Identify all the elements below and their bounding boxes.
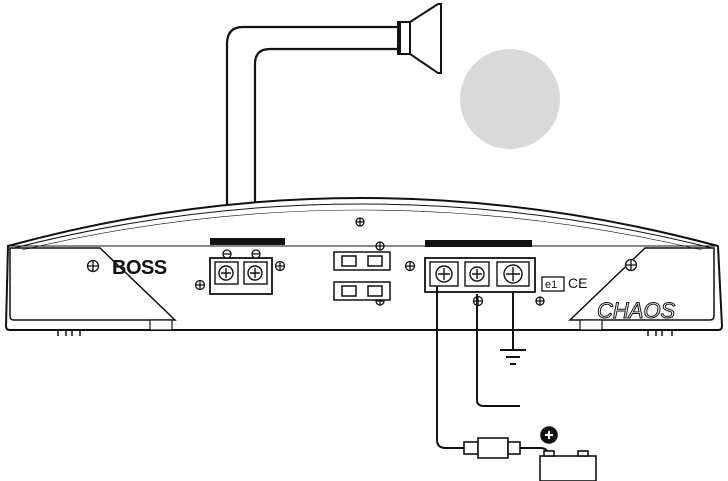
battery-icon <box>540 427 596 481</box>
ground-icon <box>500 350 526 364</box>
screw-left-cap <box>88 261 99 272</box>
ce-mark: CE <box>568 275 587 291</box>
screw-right-cap <box>626 260 637 271</box>
inline-fuse-icon <box>464 438 520 458</box>
e1-text: e1 <box>545 279 557 291</box>
speaker-icon <box>398 4 441 73</box>
brand-logo: BOSS <box>112 257 167 279</box>
grey-circle <box>460 49 560 149</box>
screw-left-3 <box>276 262 285 271</box>
model-text: CHAOS <box>597 298 676 323</box>
screw-top <box>356 218 364 226</box>
screw-mid-1 <box>376 242 384 250</box>
screw-left-2 <box>196 281 205 290</box>
screw-right-1 <box>406 262 415 271</box>
screw-right-3 <box>536 297 544 305</box>
